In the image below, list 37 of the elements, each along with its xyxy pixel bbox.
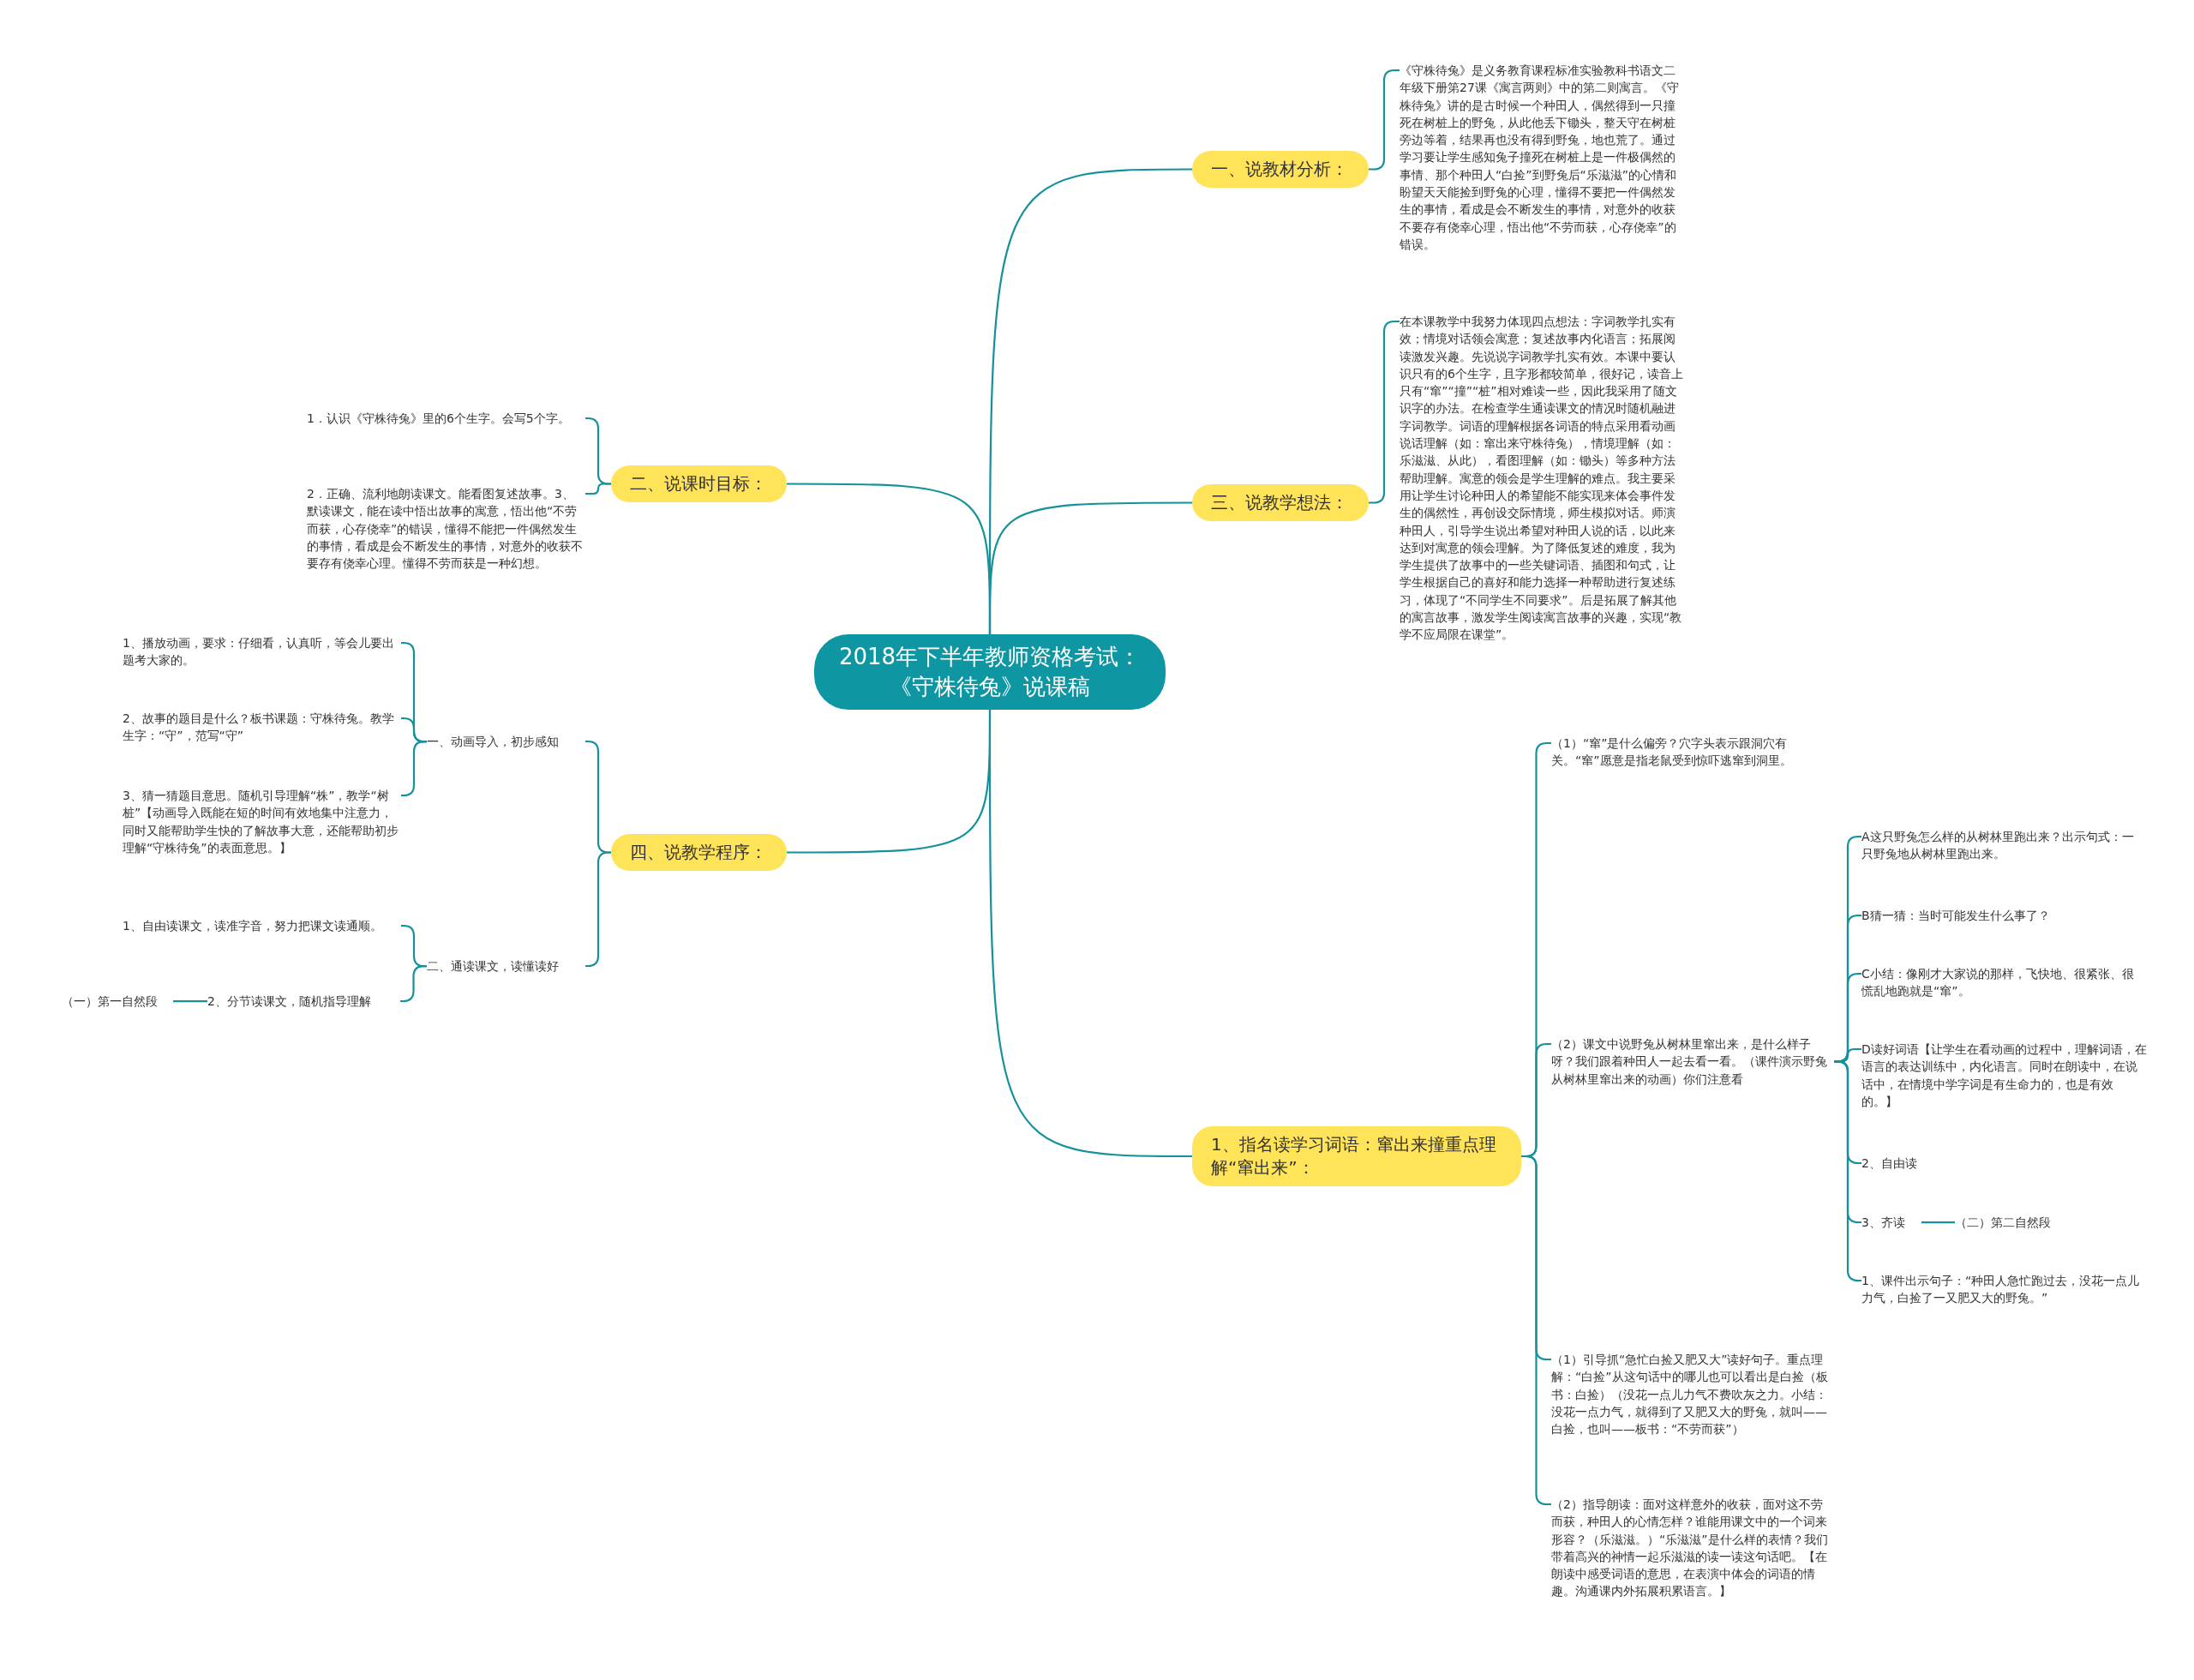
note-text: （2）指导朗读：面对这样意外的收获，面对这不劳而获，种田人的心情怎样？谁能用课文中的一个词来形容？（乐滋滋。）“乐滋滋”是什么样的表情？我们带着高兴的神情一起乐滋滋的读一读这句话吧。【在朗读中感受词语的意思，在表演中体会的词语的情趣。沟通课内外拓展积累语言。】	[1551, 1496, 1834, 1600]
note-text: C小结：像刚才大家说的那样，飞快地、很紧张、很慌乱地跑就是“窜”。	[1861, 965, 2144, 1000]
note-text: 3、猜一猜题目意思。随机引导理解“株”，教学“树桩”【动画导入既能在短的时间有效地集中注意力，同时又能帮助学生快的了解故事大意，还能帮助初步理解“守株待兔”的表面意思。】	[123, 787, 401, 857]
note-text: （2）课文中说野兔从树林里窜出来，是什么样子呀？我们跟着种田人一起去看一看。（课件演示野兔从树林里窜出来的动画）你们注意看	[1551, 1035, 1834, 1088]
note-text: 1、自由读课文，读准字音，努力把课文读通顺。	[123, 917, 401, 935]
note-text: B猜一猜：当时可能发生什么事了？	[1861, 907, 2144, 925]
note-text: （1）“窜”是什么偏旁？穴字头表示跟洞穴有关。“窜”愿意是指老鼠受到惊吓逃窜到洞里。	[1551, 735, 1834, 770]
note-text: 《守株待兔》是义务教育课程标准实验教科书语文二年级下册第27课《寓言两则》中的第二则寓言。《守株待兔》讲的是古时候一个种田人，偶然得到一只撞死在树桩上的野兔，从此他丢下锄头，整天守在树桩旁边等着，结果再也没有得到野兔，地也荒了。通过学习要让学生感知兔子撞死在树桩上是一件极偶然的事情、那个种田人“白捡”到野兔后“乐滋滋”的心情和盼望天天能捡到野兔的心理，懂得不要把一件偶然发生的事情，看成是会不断发生的事情，对意外的收获不要存有侥幸心理，悟出他“不劳而获，心存侥幸”的错误。	[1400, 62, 1687, 254]
note-text: 2．正确、流利地朗读课文。能看图复述故事。3、默读课文，能在读中悟出故事的寓意，悟出他“不劳而获，心存侥幸”的错误，懂得不能把一件偶然发生的事情，看成是会不断发生的事情，对意外的收获不要存有侥幸心理。懂得不劳而获是一种幻想。	[307, 485, 585, 573]
note-text: 2、分节读课文，随机指导理解	[207, 993, 400, 1011]
central-topic: 2018年下半年教师资格考试：《守株待兔》说课稿	[814, 634, 1166, 710]
topic-pill: 四、说教学程序：	[611, 834, 787, 871]
connector	[988, 710, 1192, 1158]
topic-pill: 二、说课时目标：	[611, 465, 787, 502]
note-text: D读好词语【让学生在看动画的过程中，理解词语，在语言的表达训练中，内化语言。同时在朗读中，在说话中，在情境中学字词是有生命力的，也是有效的。】	[1861, 1041, 2149, 1111]
note-text: （一）第一自然段	[62, 993, 173, 1011]
note-text: A这只野兔怎么样的从树林里跑出来？出示句式：一只野兔地从树林里跑出来。	[1861, 828, 2144, 863]
note-text: 1．认识《守株待兔》里的6个生字。会写5个字。	[307, 410, 585, 428]
topic-pill: 1、指名读学习词语：窜出来撞重点理解“窜出来”：	[1192, 1126, 1521, 1186]
topic-pill: 三、说教学想法：	[1192, 484, 1369, 521]
connector	[1921, 1221, 1955, 1224]
connector	[400, 965, 427, 1003]
note-text: 2、自由读	[1861, 1155, 1947, 1173]
note-text: 2、故事的题目是什么？板书课题：守株待兔。教学生字：“守”，范写“守”	[123, 710, 401, 745]
connector	[585, 483, 611, 495]
note-text: 一、动画导入，初步感知	[427, 733, 585, 751]
note-text: 二、通读课文，读懂读好	[427, 957, 585, 975]
note-text: 在本课教学中我努力体现四点想法：字词教学扎实有效；情境对话领会寓意；复述故事内化语言；拓展阅读激发兴趣。先说说字词教学扎实有效。本课中要认识只有的6个生字，且字形都较简单，很好记，读音上只有“窜”“撞”“桩”相对难读一些，因此我采用了随文识字的办法。在检查学生通读课文的情况时随机融进字词教学。词语的理解根据各词语的特点采用看动画说话理解（如：窜出来守株待兔），情境理解（如：乐滋滋、从此），看图理解（如：锄头）等多种方法帮助理解。寓意的领会是学生理解的难点。我主要采用让学生讨论种田人的希望能不能实现来体会事件发生的偶然性，再创设交际情境，师生模拟对话。师演种田人，引导学生说出希望对种田人说的话，以此来达到对寓意的领会理解。为了降低复述的难度，我为学生提供了故事中的一些关键词语、插图和句式，让学生根据自己的喜好和能力选择一种帮助进行复述练习，体现了“不同学生不同要求”。后是拓展了解其他的寓言故事，激发学生阅读寓言故事的兴趣，实现“教学不应局限在课堂”。	[1400, 313, 1687, 644]
note-text: 1、播放动画，要求：仔细看，认真听，等会儿要出题考大家的。	[123, 634, 401, 669]
note-text: （1）引导抓“急忙白捡又肥又大”读好句子。重点理解：“白捡”从这句话中的哪儿也可以看出是白捡（板书：白捡）（没花一点儿力气不费吹灰之力。小结：没花一点力气，就得到了又肥又大的野兔，就叫——白捡，也叫——板书：“不劳而获”）	[1551, 1351, 1834, 1438]
connector	[173, 1000, 207, 1003]
note-text: 3、齐读	[1861, 1214, 1921, 1232]
connector	[585, 851, 611, 968]
topic-pill: 一、说教材分析：	[1192, 151, 1369, 188]
connector	[988, 501, 1192, 634]
note-text: 1、课件出示句子：“种田人急忙跑过去，没花一点儿力气，白捡了一又肥又大的野兔。”	[1861, 1272, 2149, 1307]
note-text: （二）第二自然段	[1955, 1214, 2083, 1232]
